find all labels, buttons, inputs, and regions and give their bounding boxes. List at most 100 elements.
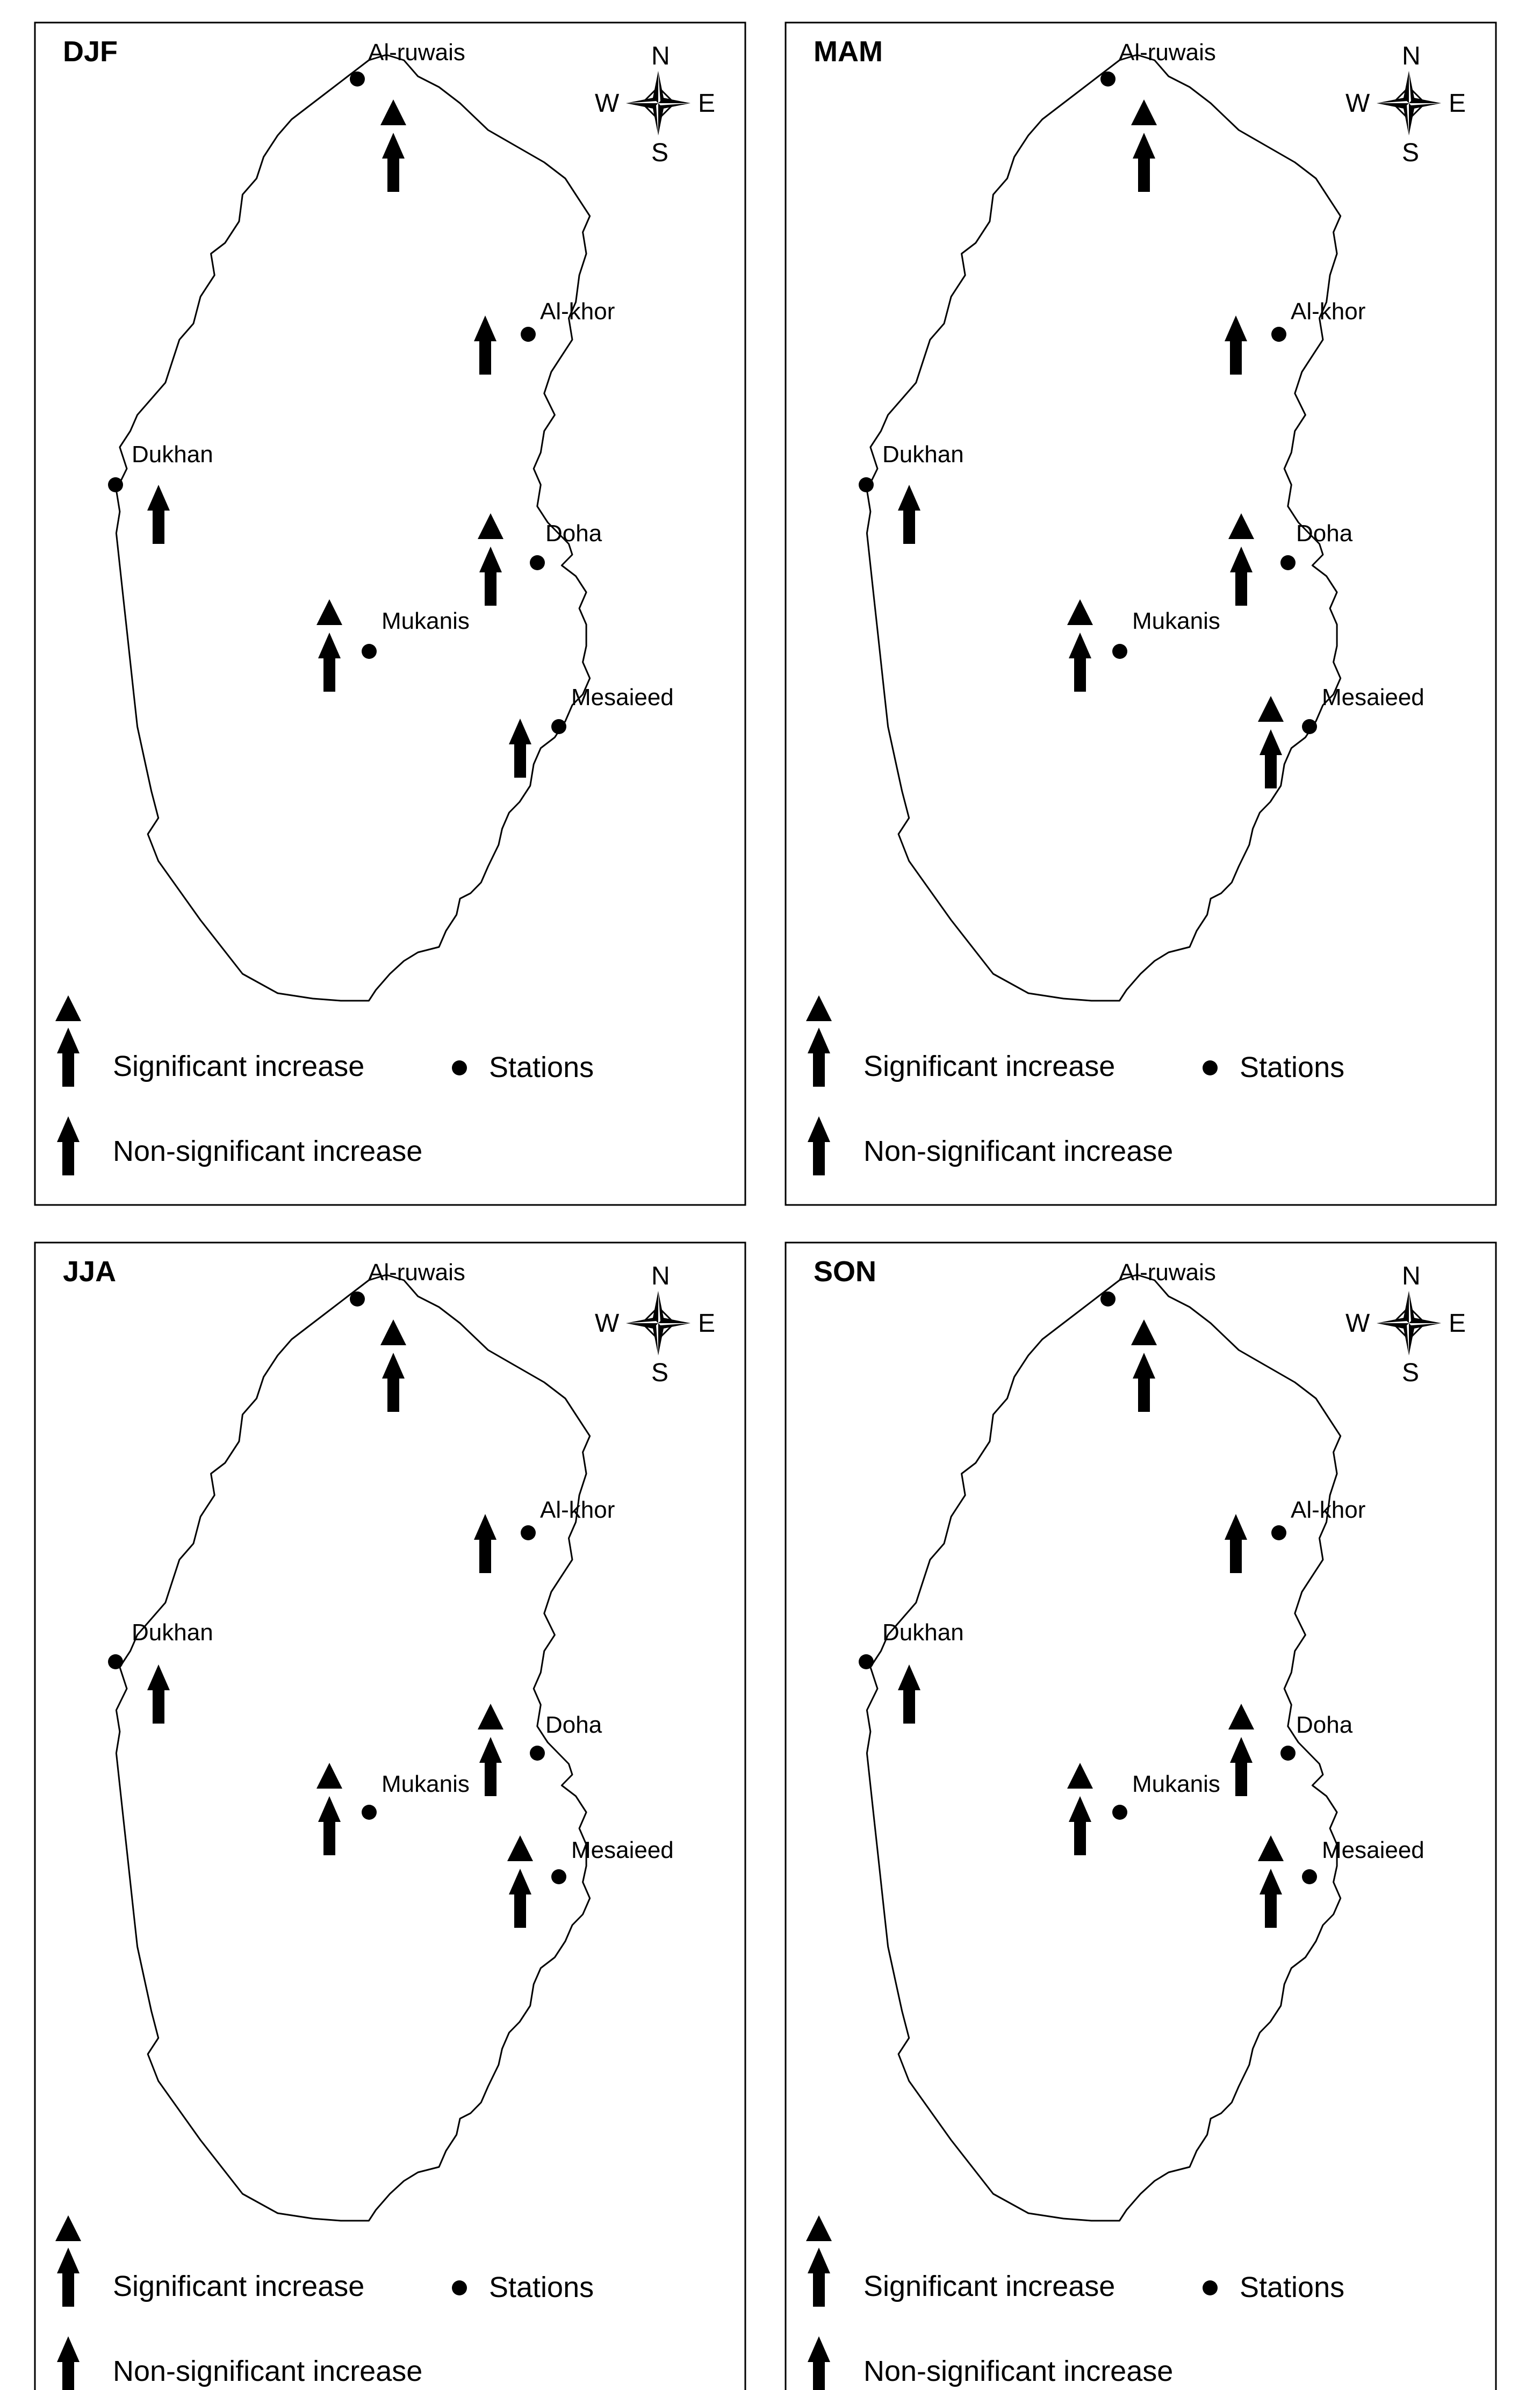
increase-arrow-icon: [1069, 1796, 1091, 1855]
station-label-al-khor: Al-khor: [540, 1497, 615, 1523]
significance-triangle-icon: [1228, 1704, 1254, 1729]
station-dot: [1280, 555, 1296, 570]
station-mukanis: Mukanis: [1067, 1763, 1220, 1855]
compass-south-label: S: [1402, 1359, 1419, 1387]
significance-triangle-icon: [316, 1763, 342, 1789]
legend-station-dot: [452, 1060, 467, 1075]
legend-non-significant-label: Non-significant increase: [863, 1135, 1173, 1167]
compass-east-label: E: [698, 89, 715, 118]
station-label-doha: Doha: [545, 1712, 602, 1738]
compass-highlights: [1377, 71, 1441, 135]
station-label-mukanis: Mukanis: [382, 608, 470, 634]
station-dot: [1112, 1805, 1127, 1820]
legend-significant-arrow-icon: [808, 2248, 830, 2307]
station-doha: Doha: [1228, 513, 1353, 606]
station-mesaieed: Mesaieed: [509, 684, 674, 778]
compass-west-label: W: [595, 1309, 620, 1338]
station-dot: [1280, 1746, 1296, 1761]
compass-ew-needle: [1377, 97, 1441, 110]
station-mukanis: Mukanis: [316, 1763, 470, 1855]
legend-significant-label: Significant increase: [113, 2270, 364, 2302]
panel-season-label: JJA: [63, 1255, 116, 1288]
station-label-al-khor: Al-khor: [1291, 1497, 1365, 1523]
station-dot: [1271, 1525, 1286, 1540]
increase-arrow-icon: [1133, 1353, 1155, 1412]
station-label-dukhan: Dukhan: [132, 1619, 213, 1646]
compass-south-label: S: [1402, 139, 1419, 167]
legend-triangle-icon: [806, 995, 832, 1021]
station-dot: [1100, 1291, 1116, 1307]
station-label-mesaieed: Mesaieed: [1322, 1837, 1424, 1863]
station-label-al-ruwais: Al-ruwais: [368, 1259, 465, 1286]
station-label-dukhan: Dukhan: [882, 441, 964, 468]
significance-triangle-icon: [1131, 1319, 1157, 1345]
qatar-coastline: [115, 1274, 591, 2222]
legend-non-significant-arrow-icon: [808, 1116, 830, 1175]
station-dot: [362, 644, 377, 659]
station-mesaieed: Mesaieed: [1258, 684, 1424, 788]
qatar-coastline: [115, 54, 591, 1002]
increase-arrow-icon: [318, 633, 341, 692]
increase-arrow-icon: [382, 1353, 405, 1412]
increase-arrow-icon: [474, 315, 496, 375]
station-mukanis: Mukanis: [316, 599, 470, 692]
station-dukhan: Dukhan: [108, 441, 213, 544]
station-al-ruwais: Al-ruwais: [1100, 1259, 1216, 1412]
significance-triangle-icon: [1067, 599, 1093, 625]
legend-significant-arrow-icon: [57, 2248, 80, 2307]
legend-non-significant-arrow-icon: [57, 2336, 80, 2390]
legend-significant-label: Significant increase: [113, 1050, 364, 1082]
significance-triangle-icon: [380, 1319, 406, 1345]
station-dot: [551, 719, 566, 734]
station-dot: [530, 1746, 545, 1761]
compass-east-label: E: [1449, 89, 1466, 118]
station-label-al-khor: Al-khor: [540, 298, 615, 325]
increase-arrow-icon: [1260, 729, 1282, 788]
compass-north-label: N: [1402, 1262, 1421, 1290]
legend-triangle-icon: [806, 2215, 832, 2241]
legend-non-significant-label: Non-significant increase: [113, 2355, 422, 2387]
station-label-al-ruwais: Al-ruwais: [368, 39, 465, 66]
station-al-ruwais: Al-ruwais: [1100, 39, 1216, 192]
legend-station-dot: [452, 2280, 467, 2295]
compass-ew-needle: [626, 1317, 690, 1330]
increase-arrow-icon: [898, 1664, 920, 1724]
compass-ew-needle: [1377, 1317, 1441, 1330]
legend-station-dot: [1203, 1060, 1218, 1075]
station-doha: Doha: [478, 1704, 602, 1796]
station-dukhan: Dukhan: [108, 1619, 213, 1724]
qatar-coastline: [866, 54, 1342, 1002]
station-label-mukanis: Mukanis: [1132, 608, 1220, 634]
station-label-mukanis: Mukanis: [1132, 1771, 1220, 1797]
legend-significant-label: Significant increase: [863, 1050, 1115, 1082]
compass-east-label: E: [1449, 1309, 1466, 1338]
station-dot: [350, 71, 365, 87]
significance-triangle-icon: [1258, 1835, 1284, 1861]
station-label-mesaieed: Mesaieed: [571, 684, 674, 710]
legend-significant-label: Significant increase: [863, 2270, 1115, 2302]
station-dot: [521, 327, 536, 342]
compass-highlights: [1377, 1291, 1441, 1355]
increase-arrow-icon: [474, 1514, 496, 1573]
increase-arrow-icon: [509, 1869, 531, 1928]
panel-season-label: SON: [814, 1255, 876, 1288]
increase-arrow-icon: [1230, 1737, 1253, 1796]
compass-ew-needle: [626, 97, 690, 110]
station-dot: [521, 1525, 536, 1540]
increase-arrow-icon: [1225, 315, 1247, 375]
increase-arrow-icon: [1069, 633, 1091, 692]
panel-season-label: DJF: [63, 35, 118, 68]
station-dot: [1112, 644, 1127, 659]
station-al-ruwais: Al-ruwais: [350, 39, 465, 192]
station-dot: [350, 1291, 365, 1307]
compass-highlights: [626, 71, 690, 135]
increase-arrow-icon: [382, 133, 405, 192]
station-label-mukanis: Mukanis: [382, 1771, 470, 1797]
